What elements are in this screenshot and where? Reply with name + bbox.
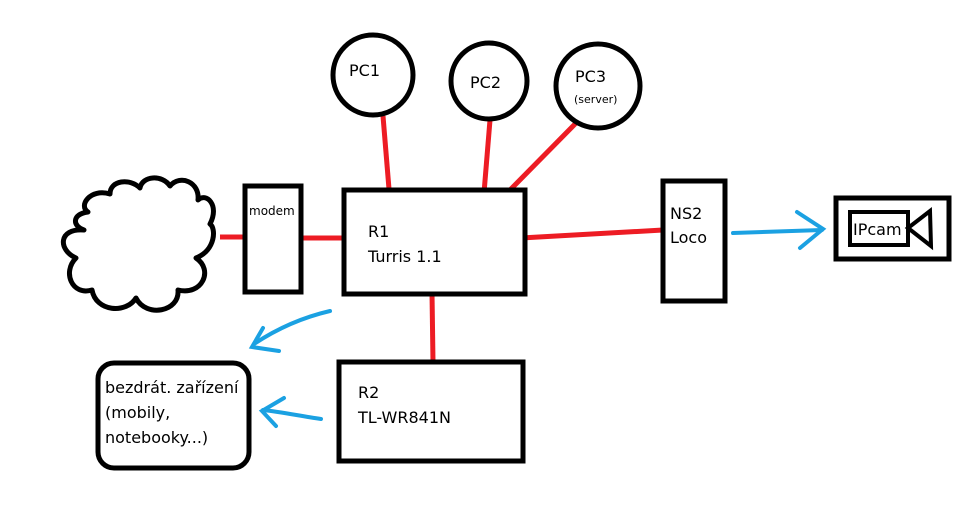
wireless-devices-line2: (mobily, [105,403,170,422]
r1-router-node: R1 Turris 1.1 [341,187,528,297]
wireless-arrow-ns2-ipcam [731,210,827,250]
link-r1-pc2 [481,119,493,194]
r2-name-label: R2 [358,383,379,402]
ns2-loco-node: NS2 Loco [660,178,728,304]
ns2-name-label: NS2 [670,204,702,223]
internet-cloud-icon [60,175,216,313]
link-r1-ns2 [520,227,664,241]
pc3-node: PC3 (server) [553,41,643,131]
pc2-node: PC2 [448,40,530,122]
wireless-devices-line3: notebooky...) [105,428,208,447]
pc3-sublabel: (server) [574,93,617,106]
modem-label: modem [249,204,295,218]
modem-node: modem [242,183,304,295]
camera-lens-icon [904,207,934,251]
r2-model-label: TL-WR841N [357,408,451,427]
pc1-label: PC1 [349,61,380,80]
pc2-label: PC2 [470,73,501,92]
wireless-arrow-r1-devices [248,309,332,353]
wireless-links [248,210,827,428]
r1-name-label: R1 [368,222,389,241]
link-r1-r2 [429,292,436,363]
ipcam-node: IPcam [833,195,952,262]
link-r1-pc1 [380,115,392,190]
pc3-label: PC3 [575,67,606,86]
pc1-node: PC1 [330,32,416,118]
ipcam-label: IPcam [853,220,902,239]
r1-model-label: Turris 1.1 [367,247,442,266]
r2-router-node: R2 TL-WR841N [336,359,526,464]
ns2-model-label: Loco [670,228,707,247]
wired-links [220,115,664,363]
wireless-devices-title: bezdrát. zařízení [105,378,239,397]
wireless-arrow-r2-devices [258,396,323,428]
wireless-devices-node: bezdrát. zařízení (mobily, notebooky...) [95,360,252,471]
link-r1-pc3 [508,120,579,192]
